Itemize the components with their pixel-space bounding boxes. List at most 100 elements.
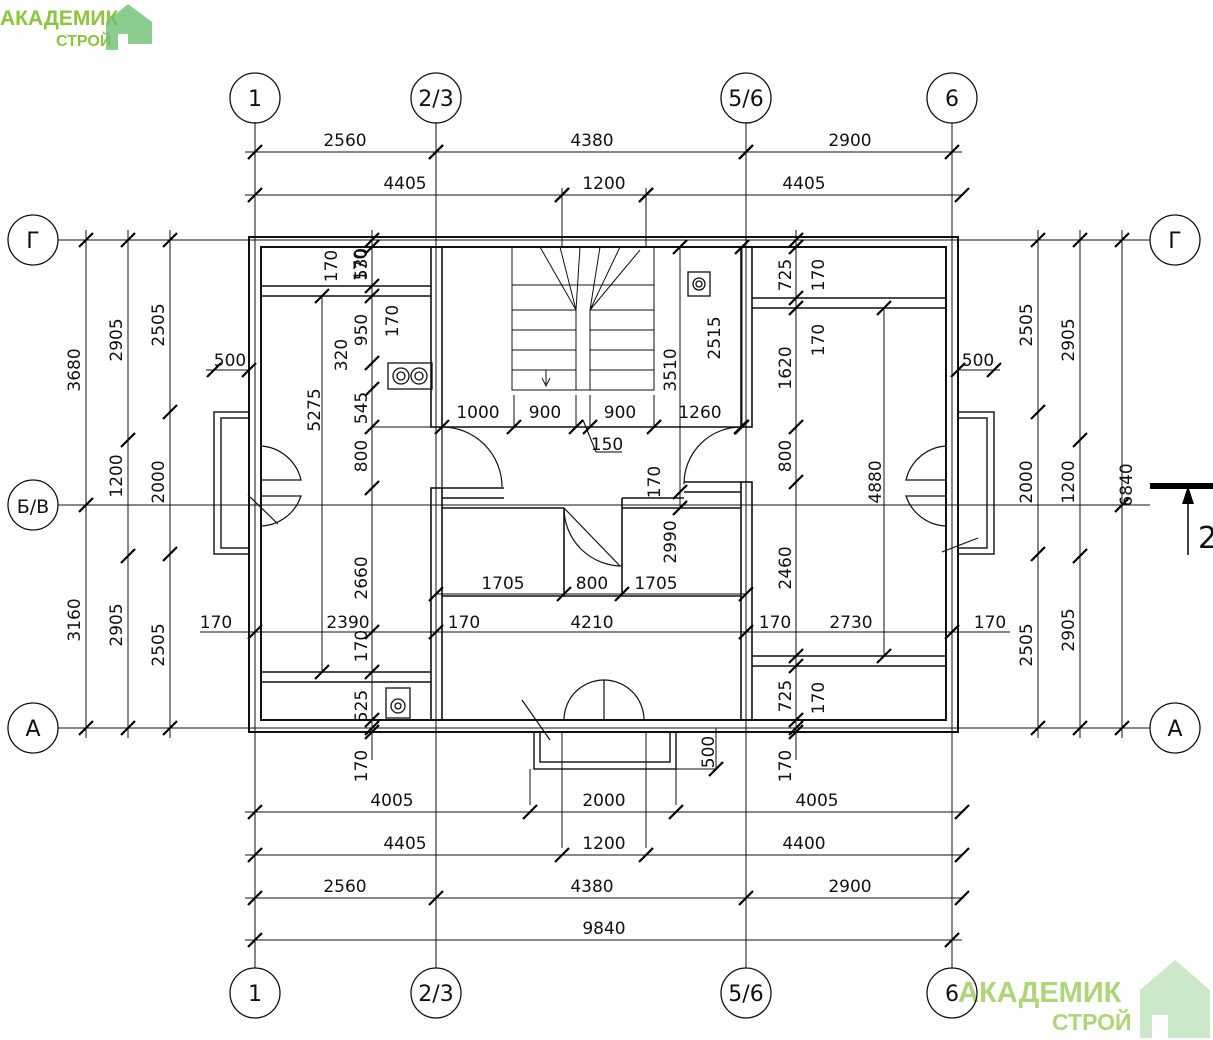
dimension-tick [1114, 720, 1130, 736]
dim-label: 800 [576, 574, 608, 594]
dim-label: 530 [352, 248, 372, 280]
dimension-tick [247, 847, 263, 863]
axis-bubbles-bottom: 1 2/3 5/6 6 [229, 967, 978, 1019]
dimension-tick [638, 187, 654, 203]
dim-label: 170 [759, 613, 791, 633]
dimension-tick [944, 932, 960, 948]
company-logo-bottom: АКАДЕМИК СТРОЙ [958, 960, 1210, 1038]
dimension-tick [247, 624, 263, 640]
dimension-tick [950, 362, 966, 378]
axis-bubbles-right: Г А [1149, 214, 1201, 754]
dim-label: 170 [352, 750, 372, 782]
dim-label: 170 [809, 324, 829, 356]
dim-label: 500 [962, 351, 994, 371]
dim-label: 2900 [828, 131, 871, 151]
dimension-tick [954, 890, 970, 906]
dim-label: 1200 [582, 834, 625, 854]
dimension-tick [876, 648, 892, 664]
dimension-tick [522, 804, 538, 820]
dimension-tick [738, 624, 754, 640]
dim-label: 2905 [1059, 608, 1079, 651]
dim-label: 2390 [326, 613, 369, 633]
dimension-tick [428, 624, 444, 640]
axis-label: 5/6 [728, 982, 763, 1007]
axis-label: А [1167, 717, 1182, 742]
dimension-tick [556, 586, 572, 602]
interior-dims-visible: 530 170 950 170 320 5275 545 800 2660 17… [200, 248, 1006, 782]
dim-label: 4210 [570, 613, 613, 633]
axis-label: А [25, 717, 40, 742]
dim-label: 2515 [705, 316, 725, 359]
dimension-tick [428, 586, 444, 602]
dim-label: 500 [699, 736, 719, 768]
dimension-tick [788, 419, 804, 435]
dimension-tick [1072, 232, 1088, 248]
logo-house-icon [106, 4, 152, 50]
dimension-labels: 2560 4380 2900 4405 1200 4405 4005 2000 … [65, 131, 1137, 939]
dim-label: 4405 [383, 174, 426, 194]
dimension-tick [247, 187, 263, 203]
dimension-tick [120, 232, 136, 248]
dim-label: 1200 [1059, 460, 1079, 503]
dimension-tick [788, 239, 804, 255]
dimension-tick [788, 720, 804, 736]
dim-label: 170 [448, 613, 480, 633]
dimension-tick [428, 890, 444, 906]
logo-text-line2-bottom: СТРОЙ [1052, 1008, 1132, 1035]
dim-label: 1620 [776, 346, 796, 389]
dimension-tick [364, 232, 380, 248]
section-number: 2 [1198, 521, 1213, 556]
axis-label: 1 [248, 982, 262, 1007]
dimension-tick [364, 288, 380, 304]
dim-label: 725 [776, 259, 796, 291]
dimension-tick [554, 187, 570, 203]
dimension-tick [1072, 548, 1088, 564]
dim-label: 4380 [570, 131, 613, 151]
dim-label: 1705 [634, 574, 677, 594]
company-logo-top: АКАДЕМИК СТРОЙ [0, 4, 152, 50]
logo-house-icon-bottom [1140, 960, 1210, 1038]
axis-label: 2/3 [418, 982, 453, 1007]
dimension-tick [788, 724, 804, 740]
dimension-tick [364, 239, 380, 255]
dim-label: 2660 [352, 556, 372, 599]
dimension-tick [668, 804, 684, 820]
staircase [511, 246, 655, 391]
dim-label: 170 [351, 249, 371, 281]
balconies [213, 411, 995, 770]
dimension-tick [120, 548, 136, 564]
dim-label: 800 [776, 440, 796, 472]
dim-label: 170 [974, 613, 1006, 633]
dim-label: 900 [529, 403, 561, 423]
dim-label: 1200 [582, 174, 625, 194]
dim-label: 1260 [678, 403, 721, 423]
axis-label: 1 [248, 87, 262, 112]
dimension-tick [554, 847, 570, 863]
dimension-tick [78, 720, 94, 736]
dim-label: 170 [809, 682, 829, 714]
logo-text-line1-bottom: АКАДЕМИК [958, 977, 1122, 1009]
dim-label: 4005 [370, 791, 413, 811]
dim-label: 9840 [582, 919, 625, 939]
dimension-tick [788, 232, 804, 248]
dimension-tick [247, 804, 263, 820]
dimension-tick [1072, 432, 1088, 448]
dim-label: 170 [322, 250, 342, 282]
dimension-tick [638, 847, 654, 863]
dimension-tick [788, 648, 804, 664]
dim-label: 800 [352, 440, 372, 472]
dimension-tick [78, 497, 94, 513]
dimension-tick [78, 232, 94, 248]
dimension-tick [364, 480, 380, 496]
dimension-tick [614, 586, 630, 602]
dimension-tick [364, 720, 380, 736]
dim-label: 2505 [149, 623, 169, 666]
dimension-tick [364, 712, 380, 728]
dimension-tick [738, 144, 754, 160]
dimension-tick [364, 278, 380, 294]
dim-label: 2505 [149, 303, 169, 346]
dimension-tick [364, 724, 380, 740]
dim-label: 170 [776, 750, 796, 782]
axis-label: 6 [945, 87, 959, 112]
